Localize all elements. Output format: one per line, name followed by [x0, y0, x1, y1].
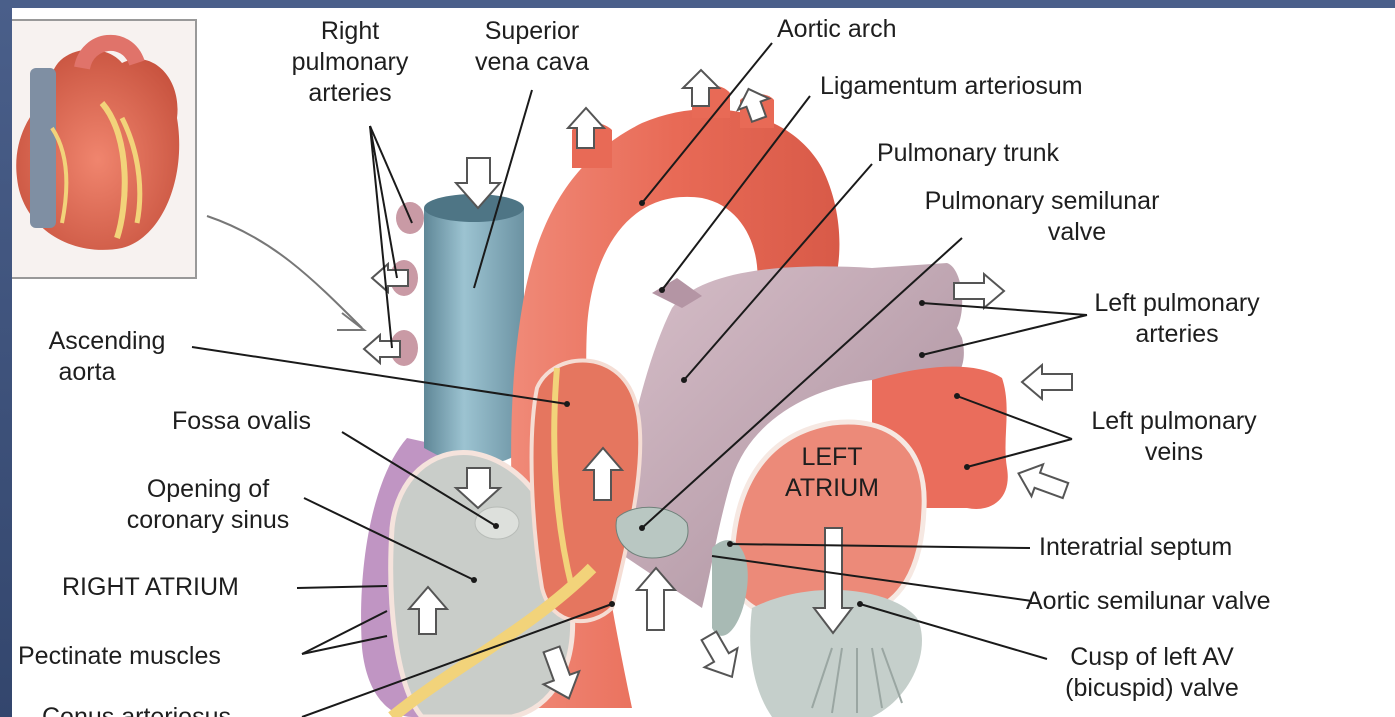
label-interatrial-septum: Interatrial septum: [1039, 532, 1232, 563]
label-line: Left pulmonary: [1077, 288, 1277, 319]
label-aortic-semilunar-valve: Aortic semilunar valve: [1026, 586, 1271, 617]
inset-pointer-arrow: [207, 216, 362, 328]
label-opening-of-coronary-sinus: Opening of coronary sinus: [98, 474, 318, 536]
label-line: LEFT: [772, 442, 892, 473]
diagram-canvas: Right pulmonary arteries Superior vena c…: [12, 8, 1395, 717]
label-line: Right: [280, 16, 420, 47]
label-pulmonary-trunk: Pulmonary trunk: [877, 138, 1059, 169]
label-right-atrium: RIGHT ATRIUM: [62, 572, 239, 603]
label-ligamentum-arteriosum: Ligamentum arteriosum: [820, 71, 1083, 102]
label-superior-vena-cava: Superior vena cava: [457, 16, 607, 78]
label-left-pulmonary-veins: Left pulmonary veins: [1064, 406, 1284, 468]
label-line: Left pulmonary: [1064, 406, 1284, 437]
label-aortic-arch: Aortic arch: [777, 14, 896, 45]
label-line: ATRIUM: [772, 473, 892, 504]
label-line: veins: [1064, 437, 1284, 468]
label-left-pulmonary-arteries: Left pulmonary arteries: [1077, 288, 1277, 350]
label-line: Pulmonary semilunar: [892, 186, 1192, 217]
label-line: Opening of: [98, 474, 318, 505]
label-line: (bicuspid) valve: [1042, 673, 1262, 704]
label-line: pulmonary: [280, 47, 420, 78]
label-line: Ascending: [22, 326, 192, 357]
label-conus-arteriosus: Conus arteriosus: [42, 702, 231, 717]
label-line: valve: [892, 217, 1192, 248]
label-pectinate-muscles: Pectinate muscles: [18, 641, 221, 672]
label-left-atrium: LEFT ATRIUM: [772, 442, 892, 504]
label-line: arteries: [280, 78, 420, 109]
label-line: Cusp of left AV: [1042, 642, 1262, 673]
inset-thumbnail: [12, 20, 196, 278]
label-line: aorta: [22, 357, 192, 388]
label-pulmonary-semilunar-valve: Pulmonary semilunar valve: [892, 186, 1192, 248]
label-ascending-aorta: Ascending aorta: [22, 326, 192, 388]
label-line: Superior: [457, 16, 607, 47]
label-line: arteries: [1077, 319, 1277, 350]
label-cusp-of-left-av-valve: Cusp of left AV (bicuspid) valve: [1042, 642, 1262, 704]
label-fossa-ovalis: Fossa ovalis: [172, 406, 311, 437]
label-line: coronary sinus: [98, 505, 318, 536]
label-right-pulmonary-arteries: Right pulmonary arteries: [280, 16, 420, 109]
label-line: vena cava: [457, 47, 607, 78]
